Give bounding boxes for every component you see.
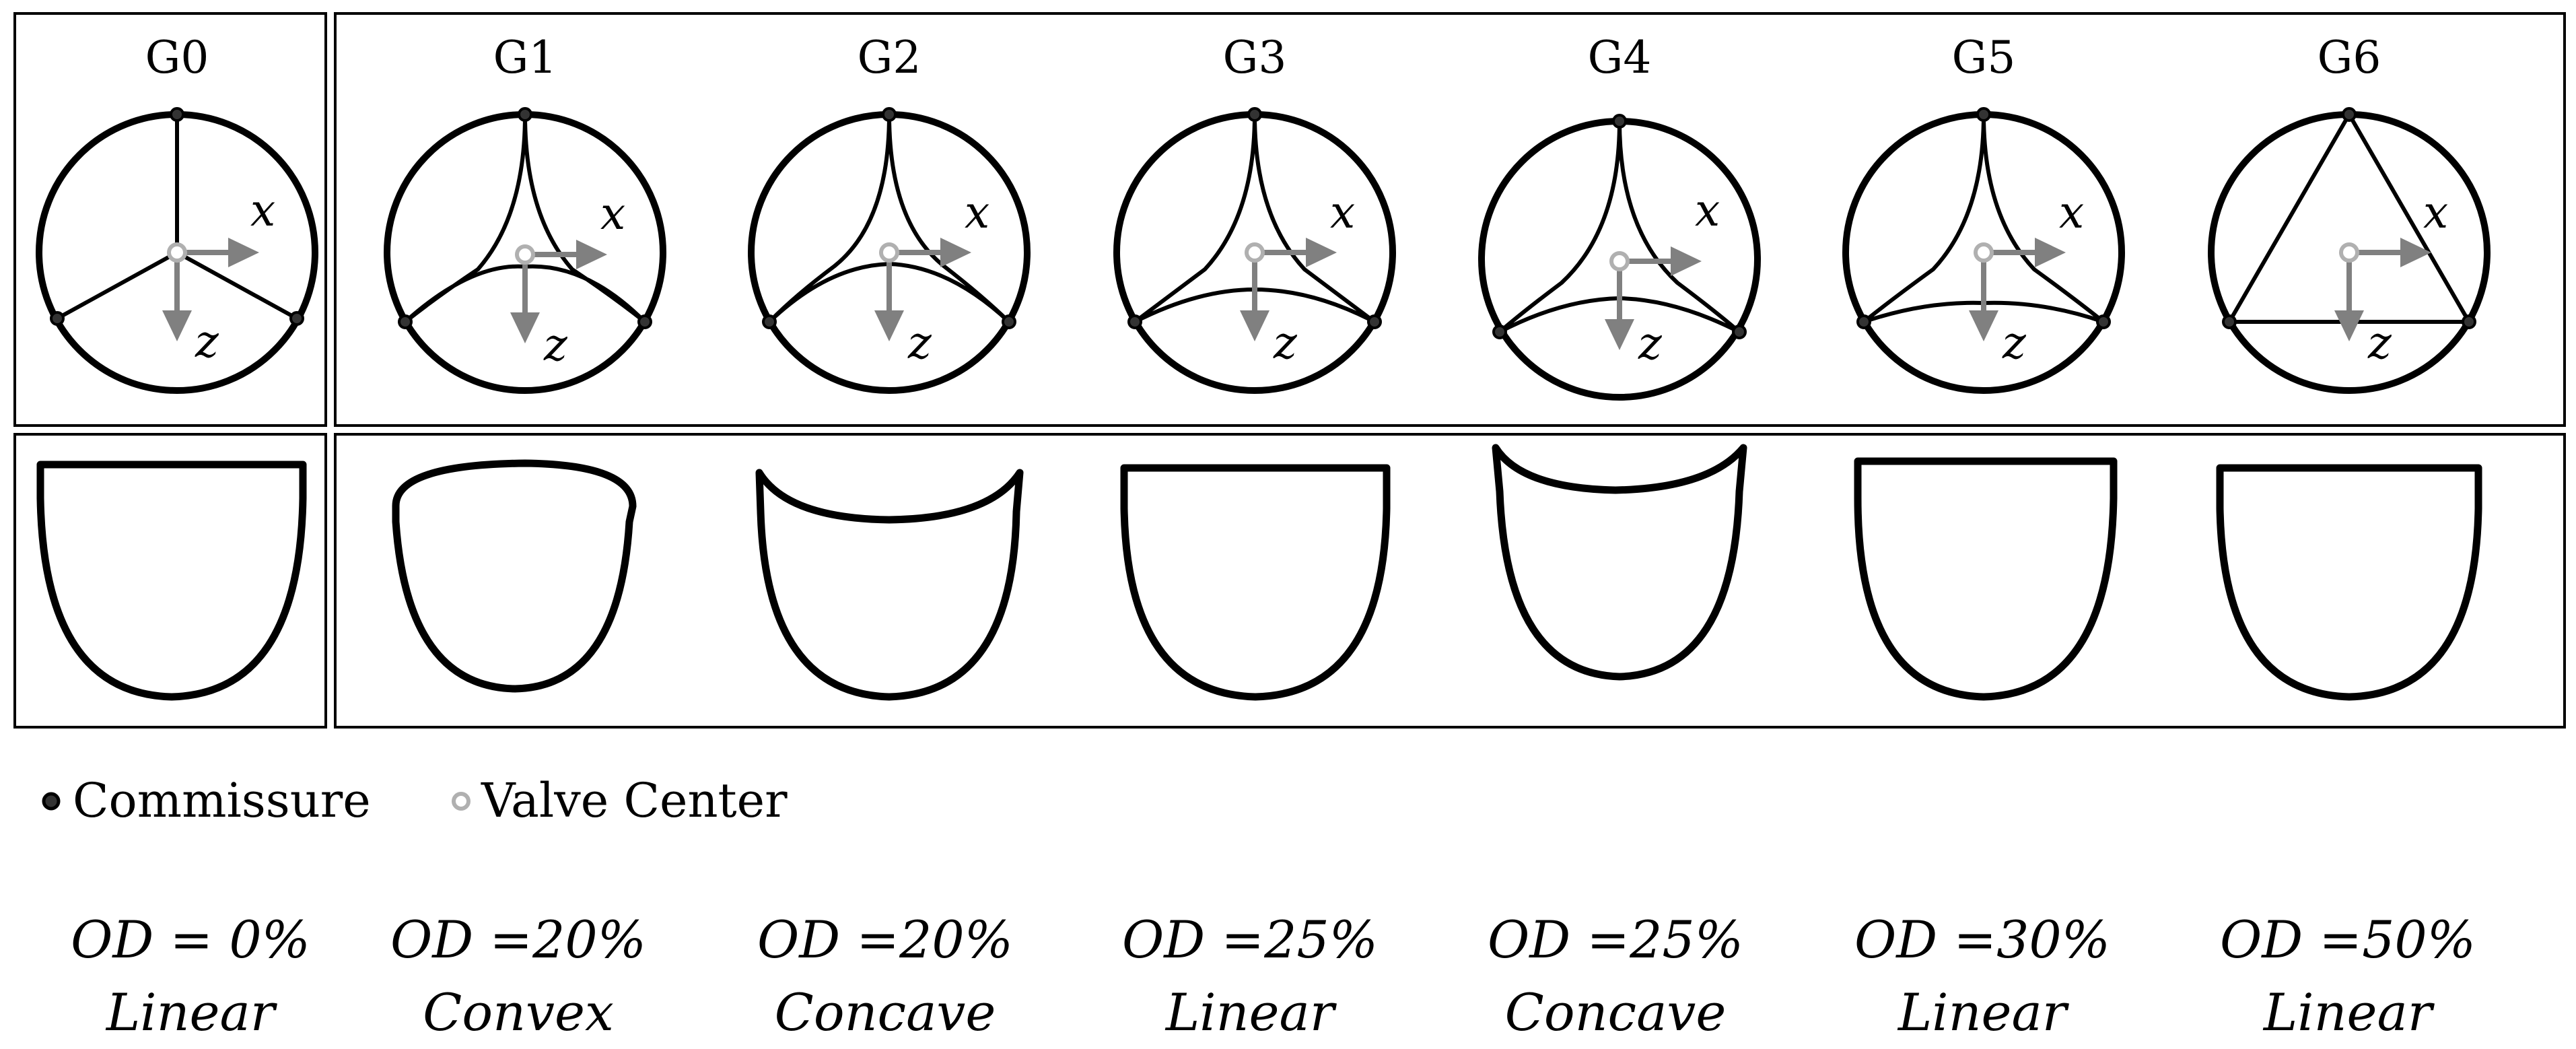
valve-center-legend-marker xyxy=(452,792,471,811)
x-axis-label: x xyxy=(600,188,625,240)
commissure-marker xyxy=(50,311,65,326)
commissure-marker xyxy=(518,107,532,122)
od-caption-g3: OD =25% xyxy=(1122,910,1378,970)
legend: Commissure Valve Center xyxy=(42,773,788,828)
g2-top-view: x z xyxy=(748,107,1031,394)
commissure-marker xyxy=(637,314,652,329)
shape-caption-g2: Concave xyxy=(775,982,996,1042)
x-axis-label: x xyxy=(1330,187,1355,238)
shape-caption-g1: Convex xyxy=(423,982,614,1042)
shape-caption-g0: Linear xyxy=(105,982,278,1042)
group-label-g2: G2 xyxy=(858,32,921,83)
x-axis-label: x xyxy=(965,187,989,238)
commissure-marker xyxy=(762,314,777,329)
z-axis-label: z xyxy=(195,316,219,368)
z-axis-label: z xyxy=(2002,317,2027,369)
g6-leaflet-profile xyxy=(2216,464,2482,701)
commissure-marker xyxy=(1856,314,1871,329)
od-caption-g2: OD =20% xyxy=(757,910,1013,970)
x-axis-label: x xyxy=(2423,187,2448,238)
commissure-marker xyxy=(170,107,184,122)
group-label-g5: G5 xyxy=(1952,32,2016,83)
group-label-g3: G3 xyxy=(1223,32,1287,83)
valve-center-marker xyxy=(1609,251,1630,271)
group-label-g1: G1 xyxy=(493,32,557,83)
commissure-marker xyxy=(2462,314,2476,329)
commissure-marker xyxy=(1002,314,1016,329)
shape-caption-g5: Linear xyxy=(1897,982,2070,1042)
group-label-g0: G0 xyxy=(145,32,209,83)
group-label-g4: G4 xyxy=(1588,32,1652,83)
g3-top-view: x z xyxy=(1113,107,1396,394)
valve-center-marker xyxy=(2339,242,2359,263)
valve-center-marker xyxy=(167,242,187,263)
g3-leaflet-profile xyxy=(1120,464,1391,701)
valve-center-marker xyxy=(1974,242,1994,263)
valve-center-legend-label: Valve Center xyxy=(481,773,788,828)
commissure-marker xyxy=(2222,314,2237,329)
commissure-marker xyxy=(289,311,304,326)
valve-center-marker xyxy=(879,242,899,263)
z-axis-label: z xyxy=(2367,317,2392,369)
commissure-marker xyxy=(1732,325,1747,339)
od-caption-g4: OD =25% xyxy=(1488,910,1743,970)
g0-leaflet-profile xyxy=(36,461,307,701)
commissure-marker xyxy=(1367,314,1382,329)
g4-leaflet-profile xyxy=(1492,444,1747,681)
group-label-g6: G6 xyxy=(2318,32,2381,83)
commissure-marker xyxy=(1492,325,1507,339)
od-caption-g6: OD =50% xyxy=(2220,910,2476,970)
commissure-marker xyxy=(2342,107,2357,122)
commissure-marker xyxy=(882,107,897,122)
commissure-marker xyxy=(1127,314,1142,329)
valve-center-marker xyxy=(515,244,535,265)
g1-top-view: x z xyxy=(384,107,666,394)
shape-caption-g6: Linear xyxy=(2262,982,2435,1042)
z-axis-label: z xyxy=(1273,317,1298,369)
z-axis-label: z xyxy=(1638,318,1663,370)
od-caption-g0: OD = 0% xyxy=(71,910,310,970)
z-axis-label: z xyxy=(907,317,932,369)
commissure-marker xyxy=(2096,314,2111,329)
g0-top-frame xyxy=(13,12,327,427)
x-axis-label: x xyxy=(2059,187,2084,238)
g2-leaflet-profile xyxy=(755,469,1024,701)
commissure-legend-label: Commissure xyxy=(73,773,371,828)
g5-top-view: x z xyxy=(1842,107,2125,394)
g0-bottom-frame xyxy=(13,433,327,729)
od-caption-g1: OD =20% xyxy=(390,910,646,970)
commissure-marker xyxy=(1612,114,1627,129)
commissure-legend-marker xyxy=(42,792,61,811)
commissure-marker xyxy=(1247,107,1262,122)
g4-top-view: x z xyxy=(1478,114,1761,401)
commissure-marker xyxy=(1976,107,1991,122)
shape-caption-g3: Linear xyxy=(1164,982,1337,1042)
valve-center-marker xyxy=(1245,242,1265,263)
shape-caption-g4: Concave xyxy=(1505,982,1727,1042)
g1-leaflet-profile xyxy=(392,459,637,693)
g0-top-view: x z xyxy=(36,107,318,394)
g5-leaflet-profile xyxy=(1854,457,2118,701)
groups-bottom-frame xyxy=(334,433,2566,729)
z-axis-label: z xyxy=(543,319,568,371)
od-caption-g5: OD =30% xyxy=(1854,910,2110,970)
x-axis-label: x xyxy=(1695,184,1720,236)
groups-top-frame xyxy=(334,12,2566,427)
commissure-marker xyxy=(398,314,413,329)
x-axis-label: x xyxy=(250,184,275,236)
g6-top-view: x z xyxy=(2208,107,2491,394)
